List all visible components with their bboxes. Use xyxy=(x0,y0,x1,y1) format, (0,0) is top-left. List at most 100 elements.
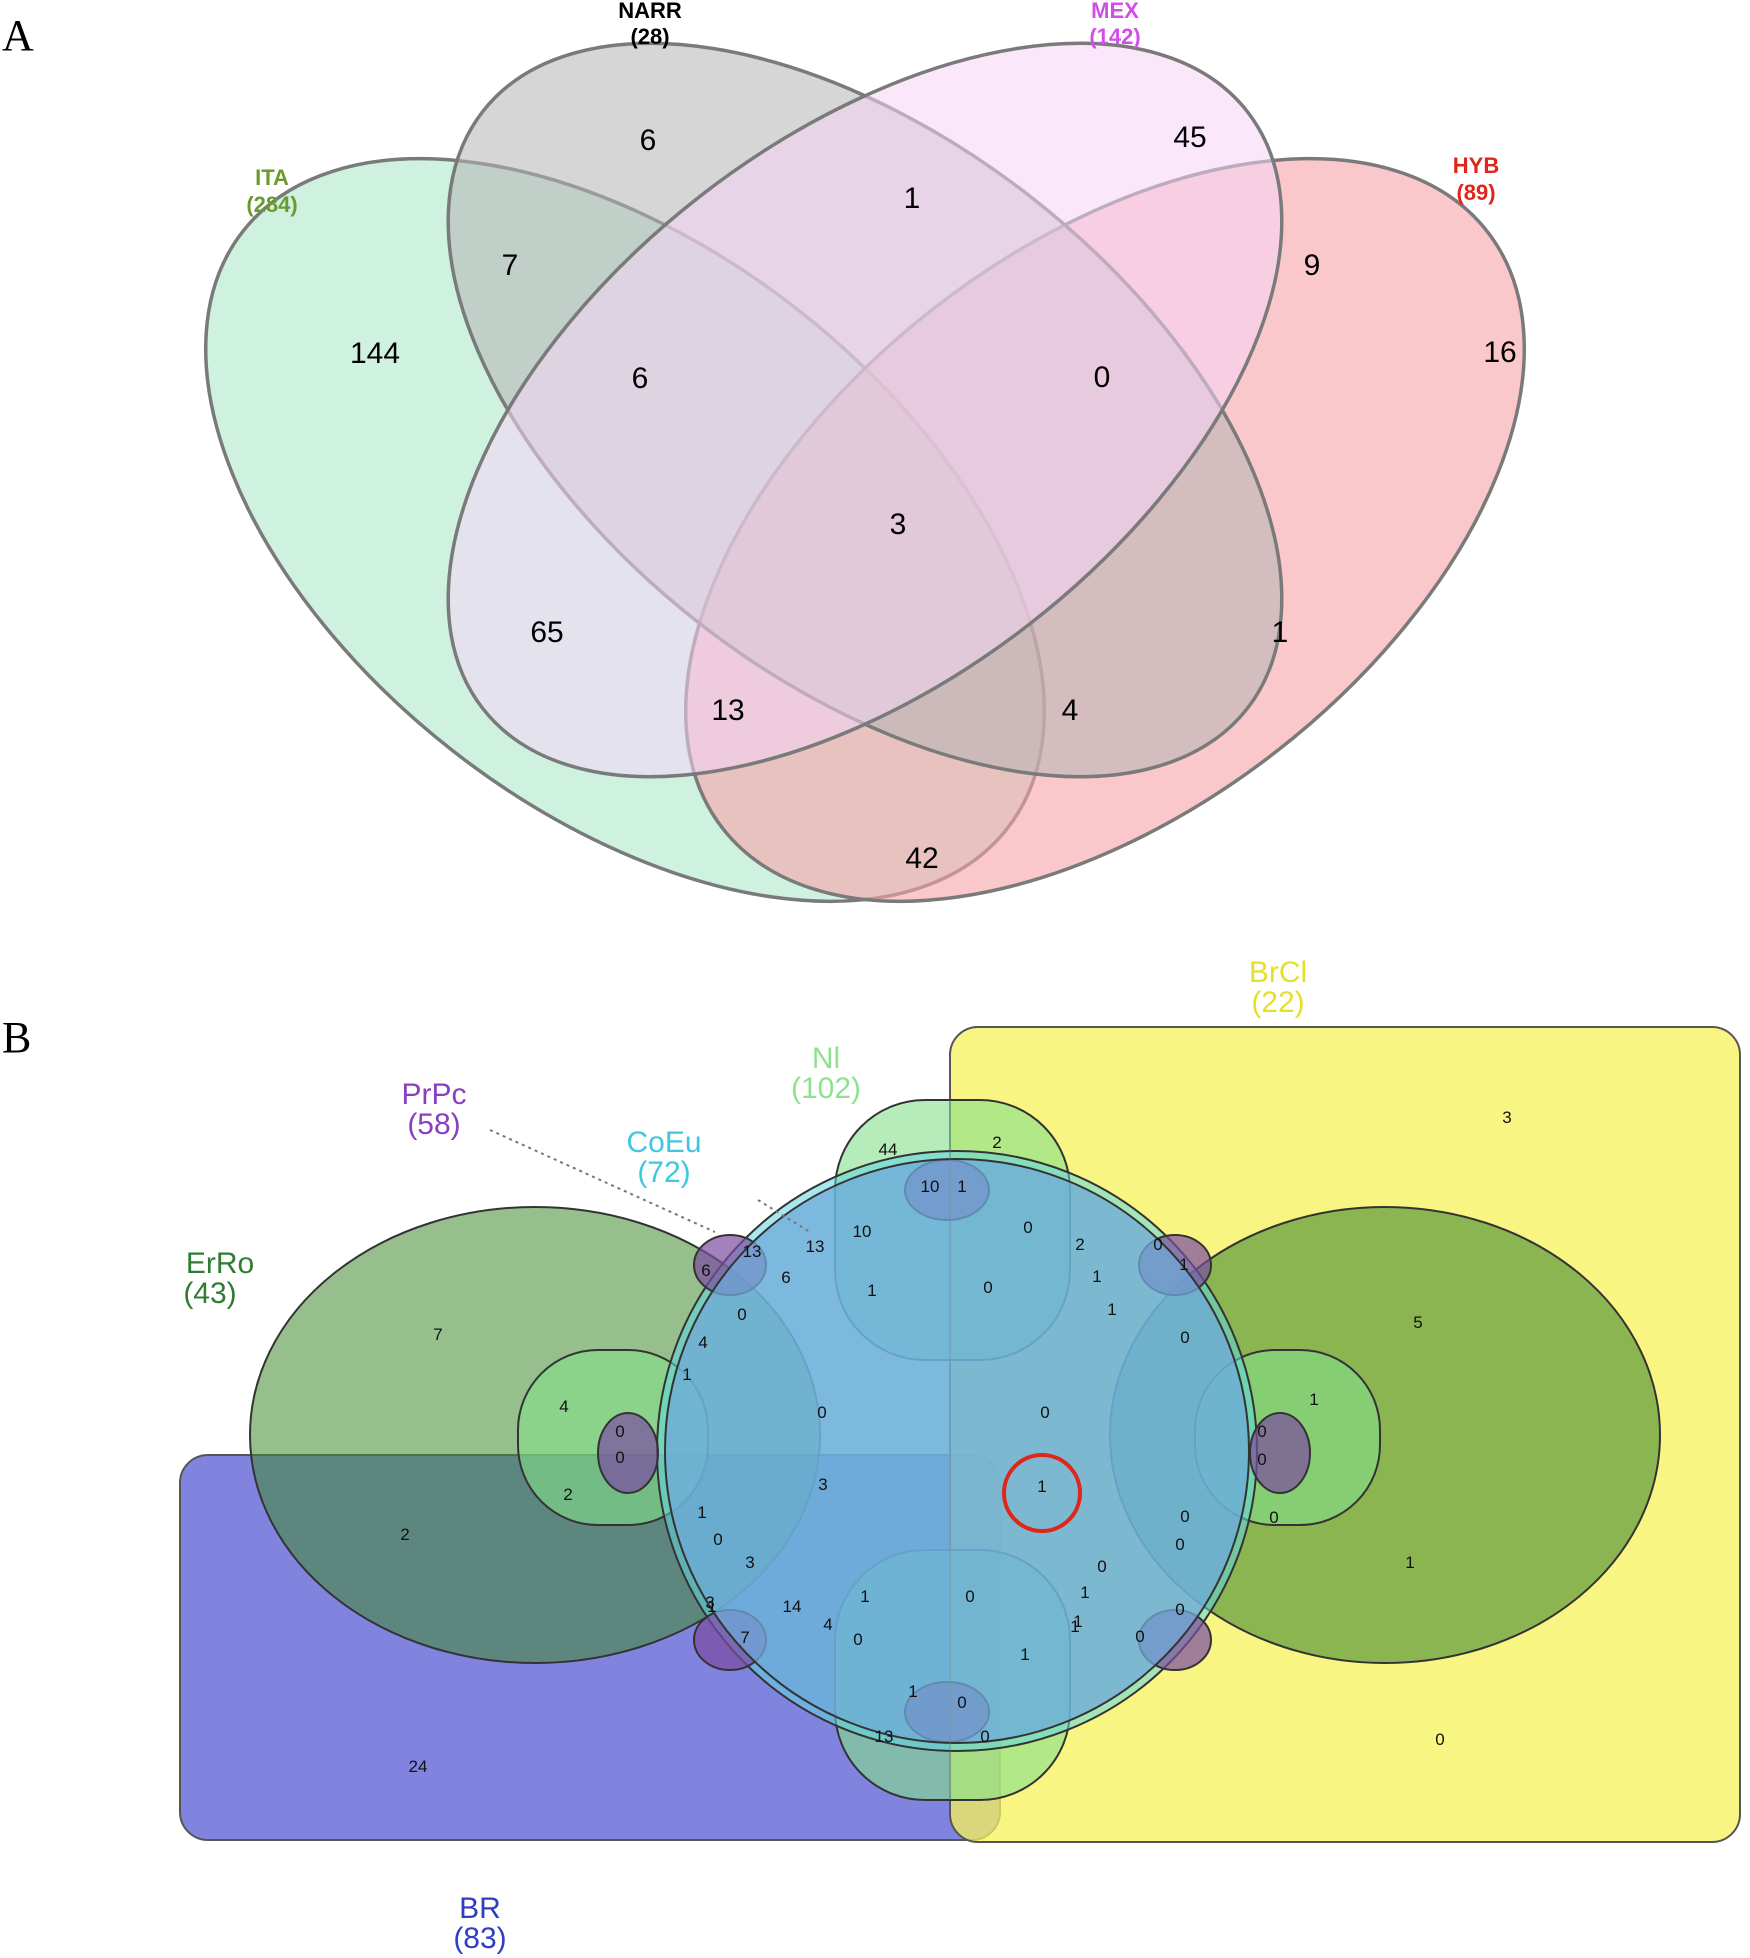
region-value: 1 xyxy=(1107,1300,1116,1319)
region-value: 16 xyxy=(1483,336,1516,369)
region-value: 3 xyxy=(818,1475,827,1494)
leader-line-prpc xyxy=(489,1129,716,1233)
region-value: 0 xyxy=(1175,1600,1184,1619)
region-value: 1 xyxy=(957,1177,966,1196)
region-value: 1 xyxy=(908,1682,917,1701)
region-value: 6 xyxy=(701,1261,710,1280)
region-value: 13 xyxy=(711,694,744,727)
panel-a-letter: A xyxy=(2,11,34,60)
set-label-br: BR (83) xyxy=(453,1892,506,1955)
set-name: BR xyxy=(459,1892,501,1925)
region-value: 0 xyxy=(1180,1328,1189,1347)
highlight-ring xyxy=(1002,1453,1082,1533)
region-value: 4 xyxy=(698,1333,707,1352)
set-label-hyb: HYB (89) xyxy=(1453,153,1499,205)
region-value: 6 xyxy=(632,362,649,395)
venn-ellipse-mex xyxy=(446,41,1284,779)
region-value: 0 xyxy=(965,1587,974,1606)
panel-b: B xyxy=(2,956,1741,1955)
region-value: 0 xyxy=(737,1305,746,1324)
region-value: 1 xyxy=(1309,1390,1318,1409)
region-value: 2 xyxy=(1075,1235,1084,1254)
set-label-ita: ITA (284) xyxy=(246,165,297,217)
set-count: (83) xyxy=(453,1922,506,1955)
set-count: (102) xyxy=(791,1072,861,1105)
region-value: 0 xyxy=(615,1422,624,1441)
region-value: 1 xyxy=(1020,1645,1029,1664)
region-value: 2 xyxy=(992,1133,1001,1152)
region-value: 1 xyxy=(1070,1617,1079,1636)
region-value: 1 xyxy=(697,1503,706,1522)
region-value: 0 xyxy=(615,1448,624,1467)
region-value: 7 xyxy=(740,1628,749,1647)
region-value: 14 xyxy=(783,1597,802,1616)
region-value: 1 xyxy=(1073,1612,1082,1631)
panel-b-letter: B xyxy=(2,1013,31,1062)
set-name: Nl xyxy=(812,1042,840,1075)
region-value: 6 xyxy=(781,1268,790,1287)
region-value: 1 xyxy=(860,1587,869,1606)
region-value: 13 xyxy=(806,1237,825,1256)
set-count: (22) xyxy=(1251,986,1304,1019)
region-value: 1 xyxy=(867,1281,876,1300)
region-value: 0 xyxy=(1180,1507,1189,1526)
region-value: 1 xyxy=(1405,1553,1414,1572)
shape-core xyxy=(664,1158,1250,1744)
set-count: (43) xyxy=(183,1277,236,1310)
region-value: 1 xyxy=(904,182,921,215)
set-label-erro: ErRo (43) xyxy=(183,1247,254,1310)
set-name: HYB xyxy=(1453,153,1499,178)
region-value: 3 xyxy=(890,508,907,541)
region-value: 0 xyxy=(983,1278,992,1297)
region-value: 1 xyxy=(707,1597,716,1616)
region-value: 9 xyxy=(1304,249,1321,282)
panel-a: A NARR (28) MEX (142) ITA (284) HYB (89)… xyxy=(2,0,1527,904)
set-count: (72) xyxy=(637,1156,690,1189)
region-value: 65 xyxy=(530,616,563,649)
set-name: ITA xyxy=(255,165,289,190)
region-value: 10 xyxy=(921,1177,940,1196)
set-name: BrCl xyxy=(1249,956,1307,989)
set-label-prpc: PrPc (58) xyxy=(401,1078,466,1141)
region-value: 0 xyxy=(853,1630,862,1649)
region-value: 1 xyxy=(1037,1477,1046,1496)
region-value: 4 xyxy=(559,1397,568,1416)
region-value: 4 xyxy=(1062,694,1079,727)
region-value: 0 xyxy=(817,1403,826,1422)
region-value: 24 xyxy=(409,1757,428,1776)
region-value: 44 xyxy=(879,1140,898,1159)
region-value: 6 xyxy=(640,124,657,157)
region-value: 0 xyxy=(1094,361,1111,394)
region-value: 1 xyxy=(1272,616,1289,649)
region-value: 7 xyxy=(433,1325,442,1344)
region-value: 0 xyxy=(1175,1535,1184,1554)
set-label-coeu: CoEu (72) xyxy=(626,1126,701,1189)
region-value: 0 xyxy=(980,1727,989,1746)
region-value: 0 xyxy=(1257,1422,1266,1441)
set-label-brcl: BrCl (22) xyxy=(1249,956,1307,1019)
region-value: 0 xyxy=(1269,1508,1278,1527)
set-count: (284) xyxy=(246,192,297,217)
set-count: (142) xyxy=(1089,24,1140,49)
region-value: 3 xyxy=(705,1593,714,1612)
region-value: 0 xyxy=(713,1530,722,1549)
region-value: 1 xyxy=(1092,1267,1101,1286)
set-name: NARR xyxy=(618,0,682,23)
region-value: 0 xyxy=(1435,1730,1444,1749)
set-label-mex: MEX (142) xyxy=(1089,0,1140,49)
set-label-nl: Nl (102) xyxy=(791,1042,861,1105)
region-value: 0 xyxy=(957,1693,966,1712)
region-value: 0 xyxy=(1257,1450,1266,1469)
region-value: 0 xyxy=(1023,1218,1032,1237)
region-value: 2 xyxy=(563,1485,572,1504)
region-value: 42 xyxy=(905,842,938,875)
region-value: 10 xyxy=(853,1222,872,1241)
set-name: CoEu xyxy=(626,1126,701,1159)
set-count: (58) xyxy=(407,1108,460,1141)
region-value: 144 xyxy=(350,337,400,370)
region-value: 4 xyxy=(823,1615,832,1634)
set-name: PrPc xyxy=(401,1078,466,1111)
set-count: (89) xyxy=(1456,180,1495,205)
region-value: 2 xyxy=(400,1525,409,1544)
